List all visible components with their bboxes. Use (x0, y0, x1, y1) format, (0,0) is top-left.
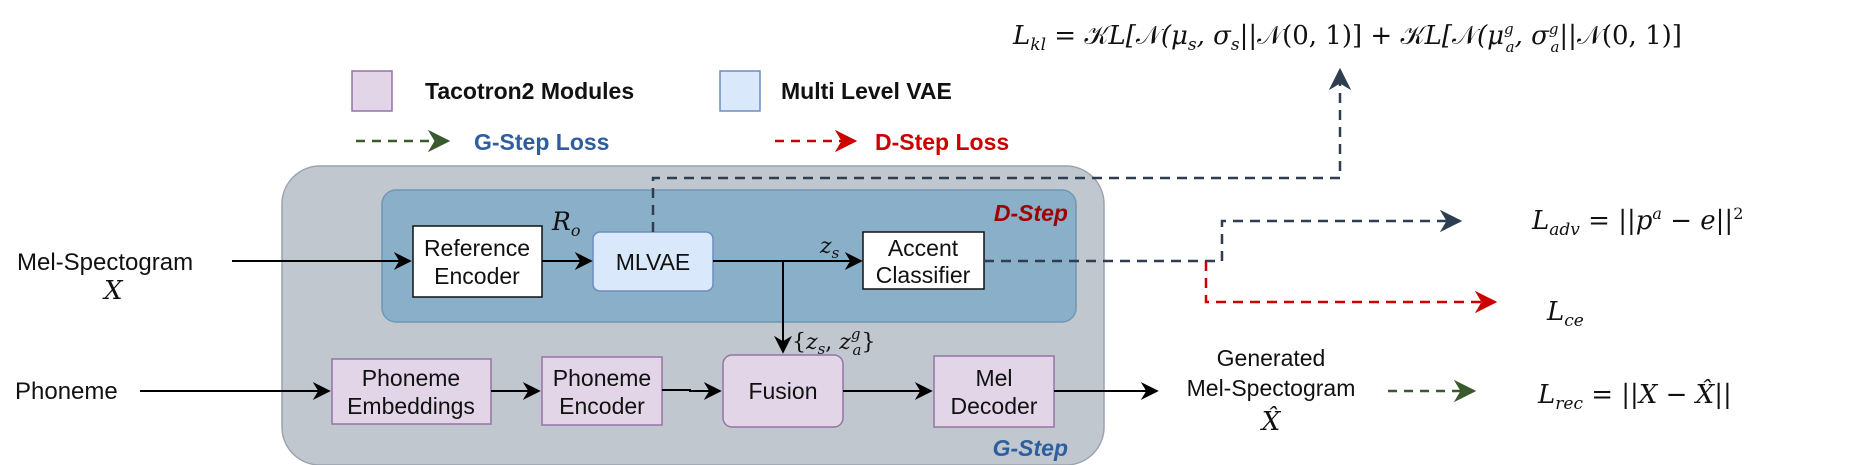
phoneme-embeddings-label-1: Phoneme (362, 365, 460, 391)
ce-loss-arrow (1204, 261, 1498, 314)
svg-text:Ladv = ||pa − e||2: Ladv = ||pa − e||2 (1531, 204, 1743, 240)
accent-classifier-label-2: Classifier (876, 262, 971, 288)
reference-encoder-block: Reference Encoder (412, 225, 543, 298)
ro-label: Ro (551, 207, 580, 240)
accent-classifier-label-1: Accent (888, 235, 959, 261)
zs-label: zs (819, 234, 840, 262)
svg-text:Lkl = 𝒦L[𝒩(μs, σs||𝒩(0, 1)]: Lkl = 𝒦L[𝒩(μs, σs||𝒩(0, 1)] + 𝒦L[𝒩(μga, … (1012, 20, 1682, 56)
output-symbol: X̂ (1260, 406, 1282, 437)
output-label-2: Mel-Spectogram (1187, 375, 1356, 401)
arrow-encoder-to-fusion (662, 382, 722, 400)
dstep-title: D-Step (994, 200, 1068, 226)
reference-encoder-label-1: Reference (424, 235, 530, 261)
mlvae-block: MLVAE (592, 231, 714, 292)
mel-input-symbol: X (102, 276, 124, 306)
mel-decoder-label-1: Mel (975, 365, 1012, 391)
mel-decoder-block: Mel Decoder (933, 355, 1055, 428)
phoneme-encoder-label-2: Encoder (559, 393, 645, 419)
kl-loss-arrow (651, 67, 1352, 232)
legend-tacotron-swatch (351, 70, 393, 112)
phoneme-embeddings-block: Phoneme Embeddings (331, 358, 492, 425)
rec-loss-formula: Lrec = ||X − X̂|| (1537, 379, 1732, 414)
svg-text:Lce: Lce (1546, 297, 1584, 331)
legend-mlvae-label: Multi Level VAE (781, 78, 952, 104)
mlvae-label: MLVAE (616, 249, 691, 275)
phoneme-input-label: Phoneme (15, 378, 118, 405)
phoneme-encoder-block: Phoneme Encoder (541, 356, 663, 426)
phoneme-encoder-label-1: Phoneme (553, 365, 651, 391)
adv-loss-formula: Ladv = ||pa − e||2 (1531, 204, 1743, 240)
ce-loss-formula: Lce (1546, 297, 1584, 331)
reference-encoder-label-2: Encoder (434, 263, 520, 289)
phoneme-embeddings-label-2: Embeddings (347, 393, 475, 419)
legend-mlvae-swatch (719, 70, 761, 112)
output-label-1: Generated (1217, 345, 1326, 371)
gstep-title: G-Step (993, 435, 1068, 461)
svg-text:Lrec = ||X − X̂||: Lrec = ||X − X̂|| (1537, 379, 1732, 414)
adv-loss-arrow (984, 209, 1463, 263)
accent-classifier-block: Accent Classifier (862, 231, 985, 290)
mel-input-label: Mel-Spectogram (17, 249, 193, 276)
fusion-label: Fusion (748, 378, 817, 404)
legend-gstep-loss-label: G-Step Loss (474, 129, 609, 155)
fusion-block: Fusion (722, 354, 844, 428)
mel-decoder-label-2: Decoder (951, 393, 1038, 419)
legend-dstep-loss-label: D-Step Loss (875, 129, 1009, 155)
legend-tacotron-label: Tacotron2 Modules (425, 78, 634, 104)
